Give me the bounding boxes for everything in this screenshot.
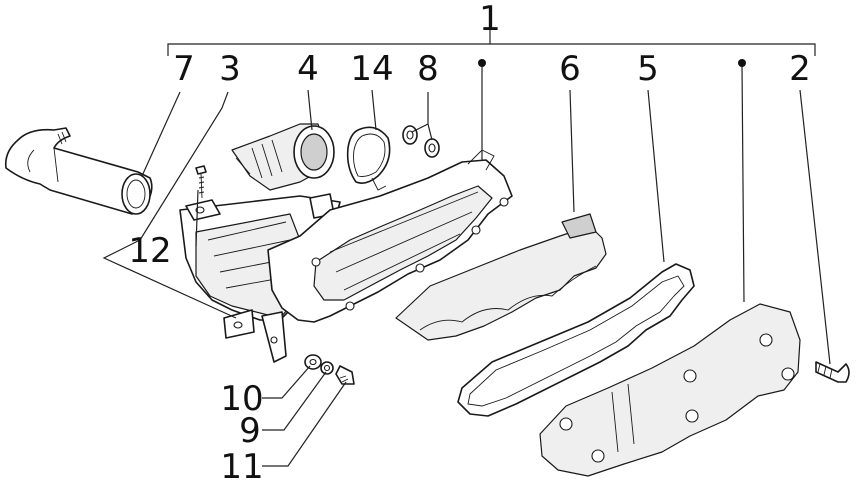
part-label-4: 4 (297, 49, 319, 89)
group-bracket (167, 30, 816, 56)
part-label-3: 3 (219, 49, 241, 89)
part-label-9: 9 (239, 411, 261, 451)
filter-frame-cover-part (267, 149, 513, 323)
small-screw-part (195, 165, 207, 199)
leader-lines (102, 65, 831, 467)
cover-bolt-part (815, 361, 850, 383)
part-label-7: 7 (173, 49, 195, 89)
part-label-11: 11 (220, 447, 263, 487)
bullet-dot (478, 59, 486, 67)
gasket-ring-part (346, 126, 391, 191)
part-label-5: 5 (637, 49, 659, 89)
filter-element-part (395, 213, 607, 341)
intake-duct-part (4, 127, 153, 215)
part-label-6: 6 (559, 49, 581, 89)
part-label-10: 10 (220, 379, 263, 419)
filter-cover-plate-part (539, 303, 801, 477)
part-label-2: 2 (789, 49, 811, 89)
bullet-dot (738, 59, 746, 67)
part-label-8: 8 (417, 49, 439, 89)
part-label-1: 1 (479, 0, 501, 39)
part-label-12: 12 (128, 231, 171, 271)
cover-gasket-part (457, 263, 695, 417)
connector-sleeve-part (231, 123, 335, 191)
washer-and-bolt-parts (304, 354, 355, 385)
part-label-14: 14 (350, 49, 393, 89)
plug-parts (402, 125, 440, 158)
